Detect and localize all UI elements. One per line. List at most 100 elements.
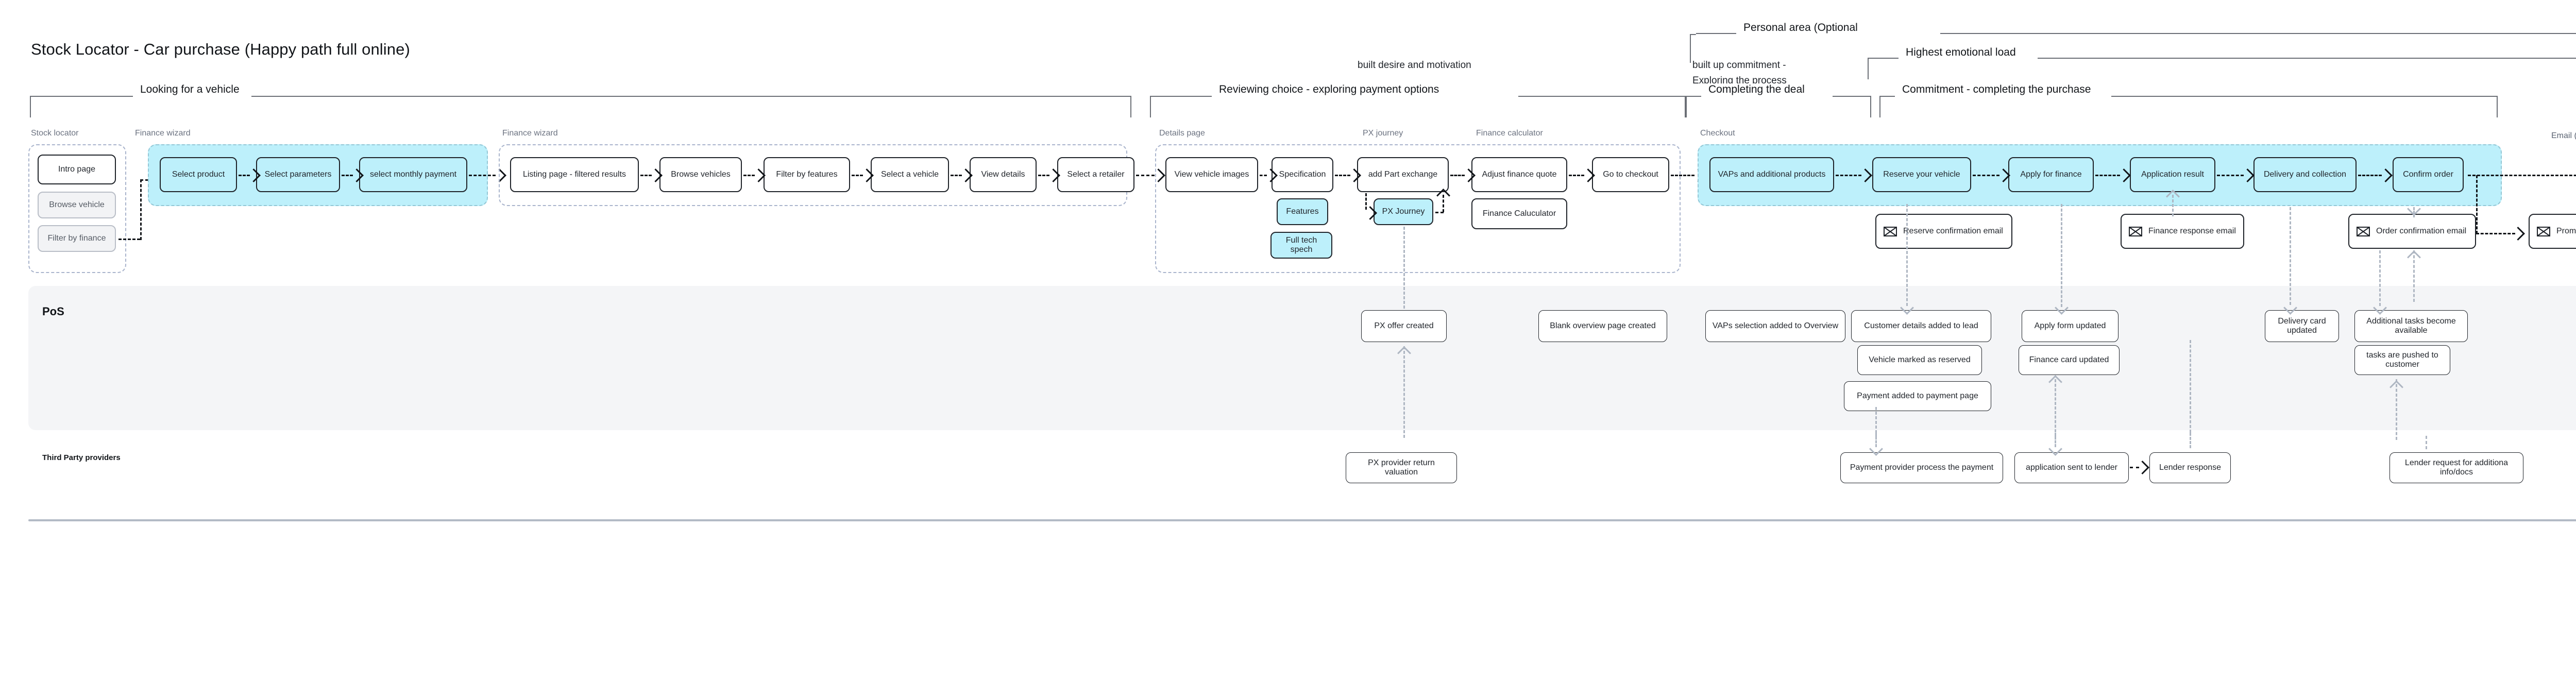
step-select-monthly-payment[interactable]: select monthly payment	[359, 157, 467, 192]
envelope-icon	[2129, 226, 2142, 236]
step-view-details[interactable]: View details	[970, 157, 1037, 192]
email-reserve-confirmation[interactable]: Reserve confirmation email	[1875, 214, 2012, 249]
group-label-finance-wizard-1: Finance wizard	[135, 129, 191, 138]
connector-tasks-pushed-up	[2396, 379, 2397, 440]
step-add-part-exchange[interactable]: add Part exchange	[1357, 157, 1449, 192]
pos-customer-details-added[interactable]: Customer details added to lead	[1851, 310, 1991, 342]
connector-smp-to-listing	[469, 175, 496, 176]
pos-finance-card-updated[interactable]: Finance card updated	[2019, 345, 2120, 375]
connector-ape-afq	[1450, 175, 1465, 176]
step-go-to-checkout[interactable]: Go to checkout	[1592, 157, 1669, 192]
connector-apply-to-pos	[2061, 204, 2062, 307]
pos-payment-added[interactable]: Payment added to payment page	[1844, 381, 1991, 411]
connector-result-delivery	[2217, 175, 2244, 176]
connector-delivery-confirm	[2358, 175, 2382, 176]
connector-reserve-apply	[1973, 175, 1999, 176]
pos-blank-overview-page[interactable]: Blank overview page created	[1538, 310, 1667, 342]
connector-vd-sar	[1038, 175, 1049, 176]
step-adjust-finance-quote[interactable]: Adjust finance quote	[1471, 157, 1567, 192]
connector-gtc-vaps	[1671, 175, 1694, 176]
step-browse-vehicle[interactable]: Browse vehicle	[38, 192, 116, 218]
step-select-product[interactable]: Select product	[160, 157, 237, 192]
connector-spec-ape	[1335, 175, 1350, 176]
arrow-appsent-lenderresp	[2136, 461, 2149, 474]
connector-finance-email-up	[2172, 195, 2174, 216]
connector-sar-vvi	[1136, 175, 1155, 176]
step-listing-page-filtered[interactable]: Listing page - filtered results	[510, 157, 639, 192]
step-application-result[interactable]: Application result	[2130, 157, 2215, 192]
step-select-a-vehicle[interactable]: Select a vehicle	[871, 157, 949, 192]
connector-filter-to-wizard-v	[140, 179, 142, 240]
step-filter-by-finance[interactable]: Filter by finance	[38, 225, 116, 252]
note-built-commitment-2: Exploring the process	[1692, 75, 1787, 86]
tp-application-sent-to-lender[interactable]: application sent to lender	[2014, 452, 2129, 483]
group-label-checkout: Checkout	[1700, 129, 1735, 138]
phase-label-completing: Completing the deal	[1701, 83, 1812, 96]
group-label-stock-locator: Stock locator	[31, 129, 79, 138]
email-prompt-additional-tasks-label: Prompt to complete additional tasks	[2556, 226, 2576, 235]
note-built-commitment-1: built up commitment -	[1692, 60, 1786, 71]
step-reserve-your-vehicle[interactable]: Reserve your vehicle	[1872, 157, 1971, 192]
arrow-confirm-to-prompt	[2511, 227, 2525, 241]
email-finance-response[interactable]: Finance response email	[2121, 214, 2244, 249]
pos-delivery-card-updated[interactable]: Delivery card updated	[2265, 310, 2339, 342]
step-vaps-additional-products[interactable]: VAPs and additional products	[1709, 157, 1834, 192]
connector-pos-to-payment-provider	[1875, 433, 1877, 447]
connector-sp-to-spar	[239, 175, 250, 176]
step-confirm-order[interactable]: Confirm order	[2393, 157, 2464, 192]
connector-delivery-to-pos	[2290, 207, 2291, 305]
step-specification[interactable]: Specification	[1272, 157, 1333, 192]
connector-confirm-to-portal	[2468, 175, 2576, 176]
tp-lender-response[interactable]: Lender response	[2149, 452, 2231, 483]
step-features[interactable]: Features	[1277, 198, 1328, 225]
pos-vaps-selection-added[interactable]: VAPs selection added to Overview	[1705, 310, 1845, 342]
connector-confirm-down	[2476, 175, 2478, 220]
pos-px-offer-created[interactable]: PX offer created	[1361, 310, 1447, 342]
email-finance-response-label: Finance response email	[2148, 226, 2236, 235]
phase-bracket-reviewing: Reviewing choice - exploring payment opt…	[1150, 83, 1686, 117]
step-select-parameters[interactable]: Select parameters	[256, 157, 340, 192]
note-built-desire: built desire and motivation	[1358, 60, 1471, 71]
envelope-icon	[2357, 226, 2370, 236]
tp-payment-provider-process[interactable]: Payment provider process the payment	[1840, 452, 2003, 483]
connector-appsent-lenderresp	[2130, 467, 2139, 468]
connector-order-email-to-pos	[2379, 250, 2381, 306]
pos-tasks-pushed-to-customer[interactable]: tasks are pushed to customer	[2354, 345, 2450, 375]
arrow-order-email-up	[2407, 250, 2421, 264]
lane-pos	[28, 286, 2576, 430]
connector-px-right	[1435, 212, 1444, 213]
step-full-tech-spech[interactable]: Full tech spech	[1270, 232, 1332, 259]
step-browse-vehicles[interactable]: Browse vehicles	[659, 157, 742, 192]
phase-label-commitment: Commitment - completing the purchase	[1895, 83, 2098, 96]
envelope-icon	[1884, 226, 1897, 236]
step-intro-page[interactable]: Intro page	[38, 155, 116, 184]
step-apply-for-finance[interactable]: Apply for finance	[2008, 157, 2094, 192]
email-order-confirmation[interactable]: Order confirmation email	[2348, 214, 2476, 249]
connector-vvi-spec	[1260, 175, 1267, 176]
group-details-and-payment	[1155, 144, 1681, 273]
step-select-a-retailer[interactable]: Select a retailer	[1057, 157, 1134, 192]
pos-additional-tasks-available[interactable]: Additional tasks become available	[2354, 310, 2468, 342]
tp-lender-request-additional-info[interactable]: Lender request for additiona info/docs	[2389, 452, 2523, 483]
phase-label-reviewing: Reviewing choice - exploring payment opt…	[1212, 83, 1447, 96]
step-delivery-and-collection[interactable]: Delivery and collection	[2253, 157, 2357, 192]
pos-apply-form-updated[interactable]: Apply form updated	[2022, 310, 2119, 342]
connector-confirm-to-email	[2413, 207, 2415, 217]
lane-third-party-label: Third Party providers	[42, 453, 121, 462]
tp-px-provider-return-valuation[interactable]: PX provider return valuation	[1346, 452, 1457, 483]
connector-filter-to-wizard	[118, 239, 140, 240]
pos-vehicle-marked-reserved[interactable]: Vehicle marked as reserved	[1857, 345, 1982, 375]
connector-sav-vd	[951, 175, 962, 176]
phase-bracket-personal-area: Personal area (Optional	[1690, 22, 2576, 63]
step-view-vehicle-images[interactable]: View vehicle images	[1165, 157, 1258, 192]
step-finance-calculator[interactable]: Finance Caluculator	[1471, 198, 1567, 229]
connector-lender-response-v	[2190, 433, 2191, 448]
connector-reserve-to-pos	[1906, 288, 1908, 306]
step-px-journey[interactable]: PX Journey	[1374, 198, 1433, 225]
phase-label-looking: Looking for a vehicle	[133, 83, 247, 96]
phase-bracket-emotional-load: Highest emotional load	[1868, 46, 2576, 79]
step-filter-by-features[interactable]: Filter by features	[764, 157, 850, 192]
connector-confirm-down2	[2476, 208, 2478, 234]
email-prompt-additional-tasks[interactable]: Prompt to complete additional tasks	[2529, 214, 2576, 249]
lane-divider	[28, 519, 2576, 521]
